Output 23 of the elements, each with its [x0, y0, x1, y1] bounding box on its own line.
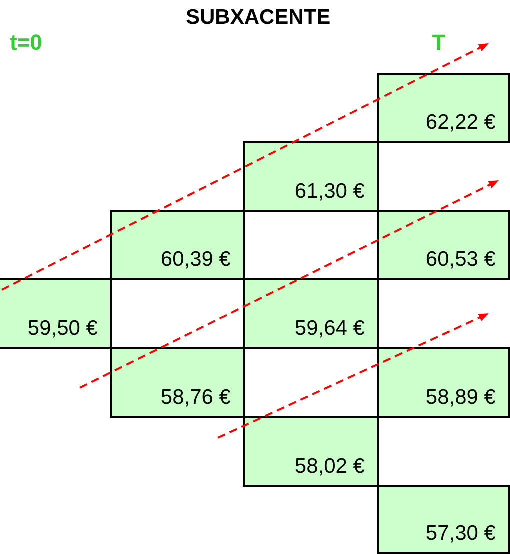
time-label: T: [432, 30, 446, 56]
price-value: 60,53 €: [426, 248, 496, 272]
price-value: 58,89 €: [426, 386, 496, 410]
price-value: 58,02 €: [294, 455, 365, 479]
price-value: 57,30 €: [426, 522, 496, 546]
price-box: [377, 210, 510, 280]
price-box: [243, 141, 379, 212]
price-box: [243, 416, 379, 487]
price-box: [377, 485, 510, 554]
price-box: [0, 278, 112, 349]
time-label: t=0: [10, 30, 42, 56]
price-value: 58,76 €: [160, 386, 231, 410]
price-value: 60,39 €: [160, 248, 231, 272]
price-box: [377, 347, 510, 418]
price-box: [110, 210, 245, 280]
price-value: 62,22 €: [426, 111, 496, 135]
diagram-title: SUBXACENTE: [186, 6, 331, 30]
price-box: [243, 278, 379, 349]
price-value: 59,64 €: [294, 317, 365, 341]
price-box: [110, 347, 245, 418]
price-value: 59,50 €: [28, 317, 98, 341]
price-box: [377, 73, 510, 143]
price-value: 61,30 €: [294, 180, 365, 204]
